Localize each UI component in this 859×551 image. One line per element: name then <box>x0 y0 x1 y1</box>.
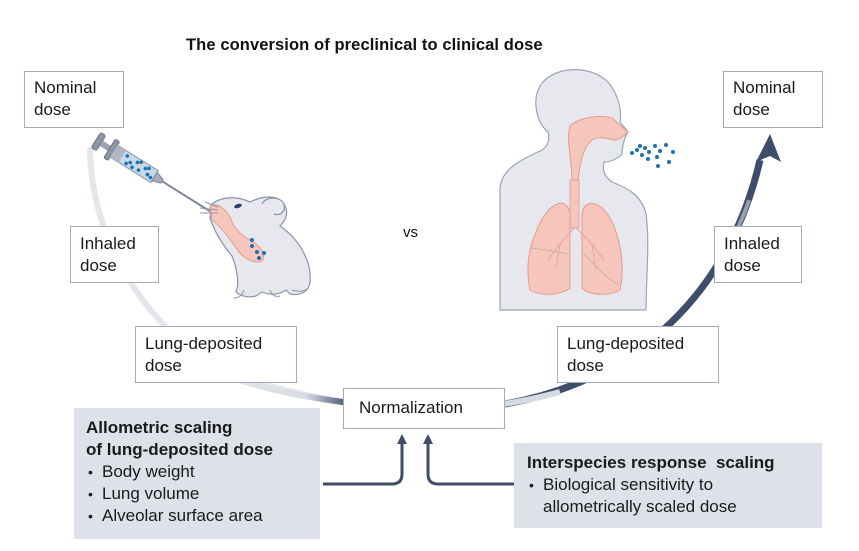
list-item-line2: allometrically scaled dose <box>543 497 737 516</box>
interspecies-factor-list: Biological sensitivity to allometrically… <box>527 474 822 518</box>
preclinical-nominal-dose-box: Nominal dose <box>24 71 124 128</box>
arrow-up-icon <box>397 434 407 444</box>
normalization-box: Normalization <box>343 388 505 429</box>
list-item-line1: Biological sensitivity to <box>543 475 714 494</box>
panel-heading: Interspecies response scaling <box>527 453 775 472</box>
mouse-illustration <box>199 196 311 299</box>
box-label-line1: Inhaled <box>80 234 136 253</box>
preclinical-inhaled-dose-box: Inhaled dose <box>70 226 159 283</box>
panel-heading-line1: Allometric scaling <box>86 418 233 437</box>
box-label-line2: dose <box>145 356 182 375</box>
normalization-label: Normalization <box>359 398 463 417</box>
arrow-up-icon <box>423 434 433 444</box>
preclinical-lung-deposited-dose-box: Lung-deposited dose <box>135 326 297 383</box>
box-label-line2: dose <box>724 256 761 275</box>
allometric-scaling-panel: Allometric scaling of lung-deposited dos… <box>74 408 320 539</box>
syringe-icon <box>91 132 212 213</box>
box-label-line2: dose <box>733 100 770 119</box>
figure-title: The conversion of preclinical to clinica… <box>186 36 543 54</box>
box-label-line1: Lung-deposited <box>145 334 263 353</box>
clinical-inhaled-dose-box: Inhaled dose <box>714 226 802 283</box>
list-item: Biological sensitivity to allometrically… <box>527 474 822 518</box>
box-label-line2: dose <box>80 256 117 275</box>
list-item: Alveolar surface area <box>86 505 320 527</box>
box-label-line2: dose <box>567 356 604 375</box>
clinical-nominal-dose-box: Nominal dose <box>723 71 823 128</box>
interspecies-scaling-panel: Interspecies response scaling Biological… <box>514 443 822 528</box>
list-item: Body weight <box>86 461 320 483</box>
allometric-factor-list: Body weight Lung volume Alveolar surface… <box>86 461 320 527</box>
comparison-label: vs <box>403 224 418 241</box>
connector-arrows <box>323 443 515 486</box>
panel-heading-line2: of lung-deposited dose <box>86 440 273 459</box>
arrowhead-icon <box>756 134 781 162</box>
box-label-line1: Inhaled <box>724 234 780 253</box>
box-label-line1: Lung-deposited <box>567 334 685 353</box>
list-item: Lung volume <box>86 483 320 505</box>
human-illustration <box>499 69 675 311</box>
aerosol-particles-icon <box>630 143 675 168</box>
box-label-line1: Nominal <box>34 78 97 97</box>
box-label-line2: dose <box>34 100 71 119</box>
box-label-line1: Nominal <box>733 78 796 97</box>
clinical-lung-deposited-dose-box: Lung-deposited dose <box>557 326 719 383</box>
